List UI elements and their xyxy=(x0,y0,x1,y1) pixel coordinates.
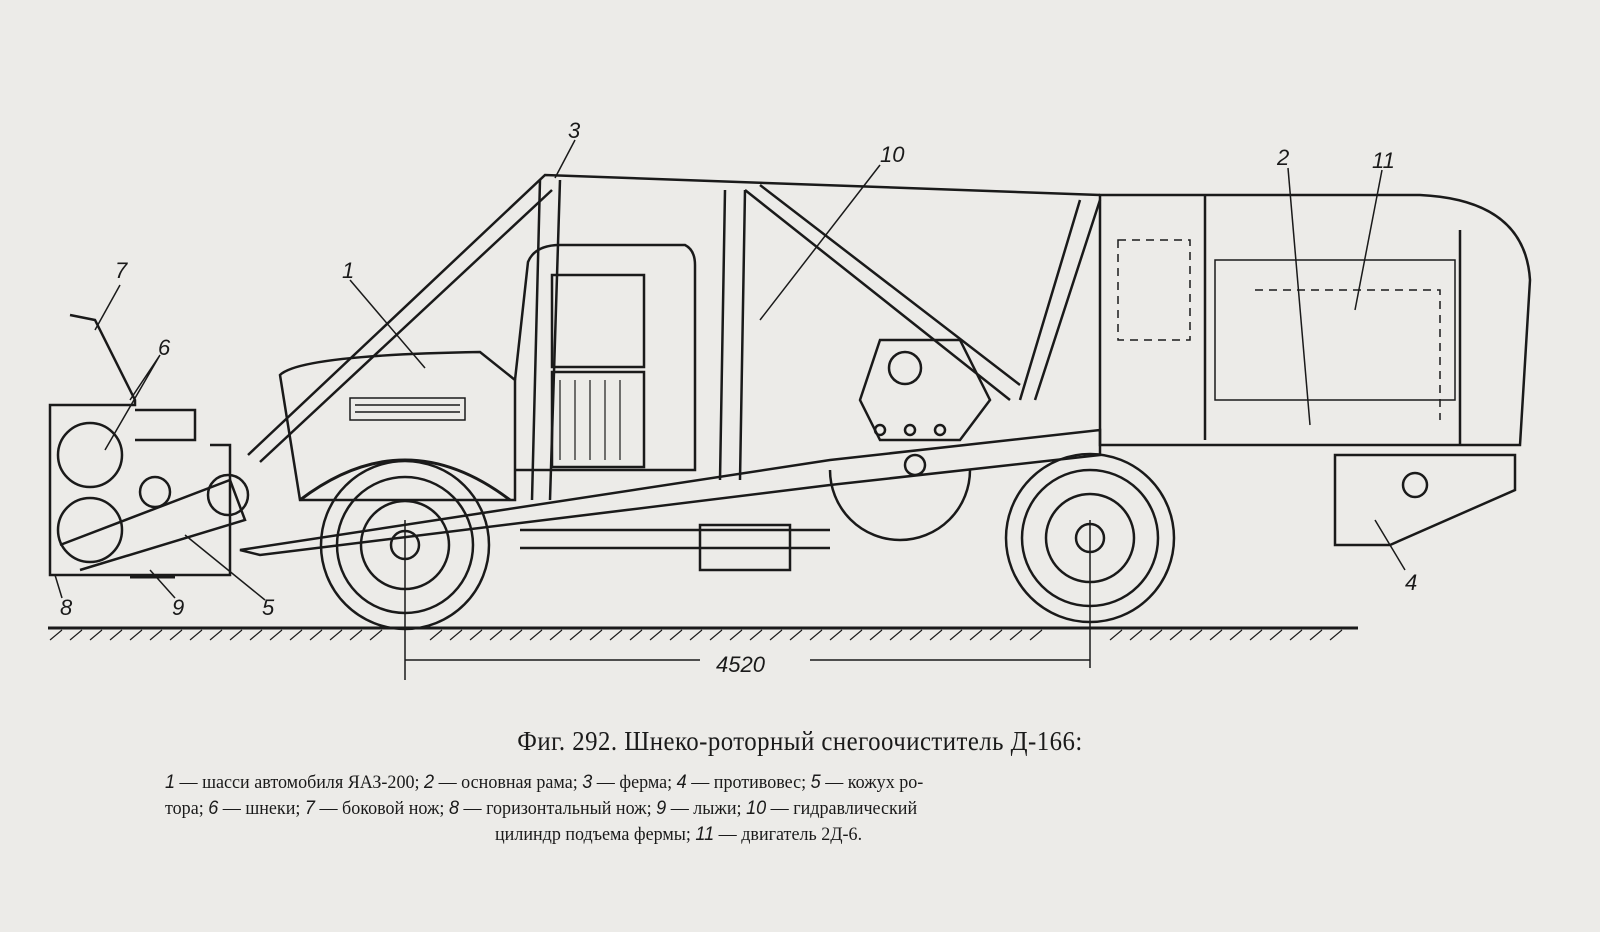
callout-1: 1 xyxy=(342,258,354,283)
legend-text: тора; xyxy=(165,798,209,819)
legend-number: 2 xyxy=(424,772,435,793)
truss-frame xyxy=(247,173,1102,501)
callout-leaders xyxy=(54,139,1406,601)
legend-number: 9 xyxy=(656,798,667,819)
legend-text: цилиндр подъема фермы; xyxy=(495,824,696,845)
callout-3: 3 xyxy=(568,118,581,143)
callout-7: 7 xyxy=(115,258,128,283)
auger-rotor-unit xyxy=(48,313,250,579)
legend-number: 10 xyxy=(746,798,767,819)
callout-11: 11 xyxy=(1372,148,1395,173)
legend-text: — шнеки; xyxy=(218,798,305,819)
legend-text: — двигатель 2Д-6. xyxy=(714,824,863,845)
legend-number: 4 xyxy=(676,772,687,793)
legend-number: 3 xyxy=(582,772,593,793)
callout-8: 8 xyxy=(60,595,73,620)
legend-number: 6 xyxy=(208,798,219,819)
legend-number: 8 xyxy=(448,798,459,819)
legend-number: 11 xyxy=(695,824,715,845)
snowplow-technical-drawing: 4520 xyxy=(48,118,1532,680)
legend-text: — горизонтальный нож; xyxy=(458,798,657,819)
callout-5: 5 xyxy=(262,595,275,620)
callout-6: 6 xyxy=(158,335,171,360)
legend-text: — основная рама; xyxy=(434,772,583,793)
legend-line: цилиндр подъема фермы; 11 — двигатель 2Д… xyxy=(495,824,862,846)
counterweight-bolt xyxy=(1401,471,1429,499)
legend-number: 5 xyxy=(810,772,821,793)
dimension-label: 4520 xyxy=(716,652,766,677)
callout-2: 2 xyxy=(1276,145,1289,170)
legend-text: — гидравлический xyxy=(766,798,918,819)
truck-chassis xyxy=(239,243,1102,572)
legend-text: — ферма; xyxy=(592,772,677,793)
legend-text: — лыжи; xyxy=(666,798,747,819)
figure-caption-title: Фиг. 292. Шнеко-роторный снегоочиститель… xyxy=(517,726,1083,756)
engine-compartment xyxy=(1098,193,1532,447)
rear-wheel xyxy=(1004,452,1176,624)
legend-text: — боковой нож; xyxy=(314,798,449,819)
legend-line: 1 — шасси автомобиля ЯАЗ-200; 2 — основн… xyxy=(165,772,923,794)
pivot-plate xyxy=(858,338,992,442)
legend-text: — кожух ро- xyxy=(820,772,924,793)
callout-10: 10 xyxy=(880,142,905,167)
legend-text: — шасси автомобиля ЯАЗ-200; xyxy=(175,772,425,793)
mid-wheel xyxy=(828,453,972,542)
wheelbase-dimension xyxy=(404,520,1091,680)
legend-number: 7 xyxy=(304,798,315,819)
ground-line xyxy=(48,626,1358,641)
legend-line: тора; 6 — шнеки; 7 — боковой нож; 8 — го… xyxy=(165,798,917,820)
counterweight xyxy=(1333,453,1517,547)
callout-9: 9 xyxy=(172,595,184,620)
legend-number: 1 xyxy=(165,772,176,793)
callout-4: 4 xyxy=(1405,570,1417,595)
legend-text: — противовес; xyxy=(686,772,811,793)
